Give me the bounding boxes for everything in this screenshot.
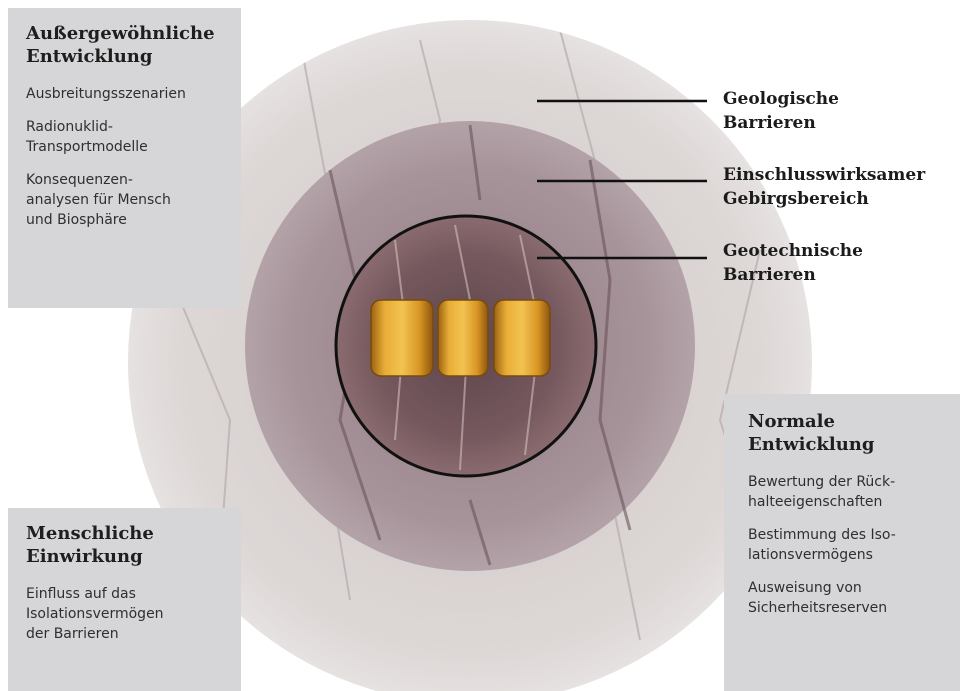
panel-item: Bestimmung des Iso- lationsvermögens <box>748 525 950 565</box>
panel-item: Bewertung der Rück- halteeigenschaften <box>748 472 950 512</box>
waste-canisters <box>371 300 550 376</box>
canister <box>494 300 550 376</box>
label-geotechnical-barriers: Geotechnische Barrieren <box>723 239 863 287</box>
panel-item: Radionuklid- Transportmodelle <box>26 117 231 157</box>
panel-title: Normale Entwicklung <box>748 410 950 456</box>
panel-item: Ausweisung von Sicherheitsreserven <box>748 578 950 618</box>
panel-title: Menschliche Einwirkung <box>26 522 231 568</box>
panel-item: Ausbreitungsszenarien <box>26 84 231 104</box>
label-containment-zone: Einschlusswirksamer Gebirgsbereich <box>723 163 925 211</box>
canister <box>438 300 488 376</box>
panel-normal-development: Normale Entwicklung Bewertung der Rück- … <box>724 394 960 691</box>
panel-title: Außergewöhnliche Entwicklung <box>26 22 231 68</box>
panel-item: Konsequenzen- analysen für Mensch und Bi… <box>26 170 231 230</box>
label-geological-barriers: Geologische Barrieren <box>723 87 839 135</box>
canister <box>371 300 433 376</box>
panel-item: Einfluss auf das Isolationsvermögen der … <box>26 584 231 644</box>
panel-exceptional-development: Außergewöhnliche Entwicklung Ausbreitung… <box>8 8 241 308</box>
panel-human-intrusion: Menschliche Einwirkung Einfluss auf das … <box>8 508 241 691</box>
